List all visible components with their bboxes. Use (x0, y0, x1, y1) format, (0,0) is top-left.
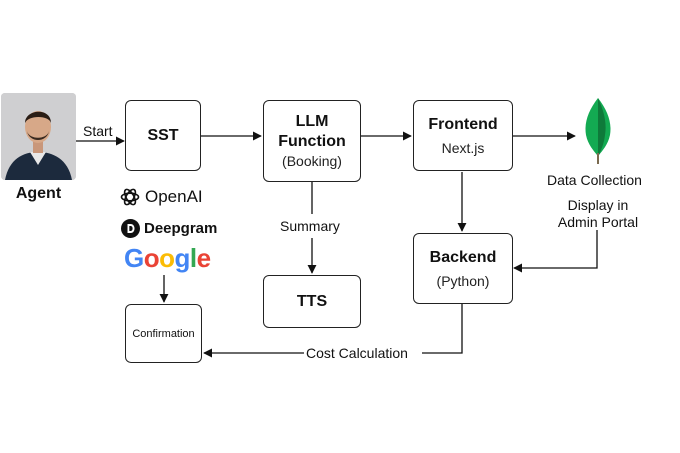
llm-title-line1: LLM (295, 113, 329, 130)
summary-label: Summary (280, 218, 340, 234)
llm-subtitle: (Booking) (282, 153, 342, 169)
agent-portrait-icon (1, 93, 76, 180)
deepgram-icon (121, 219, 140, 238)
admin-portal-line1: Display in (567, 197, 629, 213)
confirmation-node: Confirmation (125, 304, 202, 363)
admin-portal-line2: Admin Portal (557, 214, 639, 230)
mongodb-logo (583, 97, 613, 170)
data-collection-label: Data Collection (547, 172, 642, 188)
openai-logo: OpenAI (119, 186, 203, 208)
llm-title-line2: Function (278, 133, 346, 150)
frontend-node: Frontend Next.js (413, 100, 513, 171)
frontend-title: Frontend (428, 115, 498, 133)
admin-portal-label: Display in Admin Portal (550, 197, 646, 231)
tts-node: TTS (263, 275, 361, 328)
deepgram-logo: Deepgram (121, 219, 217, 238)
backend-subtitle: (Python) (436, 272, 490, 289)
google-wordmark: Google (124, 243, 211, 273)
arrow-admin-to-backend (513, 230, 598, 273)
confirmation-title: Confirmation (132, 327, 195, 340)
line-backend-to-cost (422, 303, 463, 354)
backend-node: Backend (Python) (413, 233, 513, 304)
agent-label: Agent (15, 185, 62, 202)
sst-title: SST (147, 126, 179, 144)
mongodb-leaf-icon (585, 98, 611, 164)
openai-icon (120, 188, 140, 206)
llm-function-node: LLM Function (Booking) (263, 100, 361, 182)
deepgram-label: Deepgram (144, 220, 218, 237)
cost-calculation-label: Cost Calculation (306, 345, 408, 361)
tts-title: TTS (296, 292, 328, 310)
start-label: Start (83, 123, 113, 139)
backend-title: Backend (429, 248, 497, 266)
frontend-subtitle: Next.js (441, 139, 485, 156)
google-logo: Google (124, 243, 211, 274)
agent-avatar (1, 93, 76, 180)
sst-node: SST (125, 100, 201, 171)
openai-label: OpenAI (145, 187, 203, 206)
